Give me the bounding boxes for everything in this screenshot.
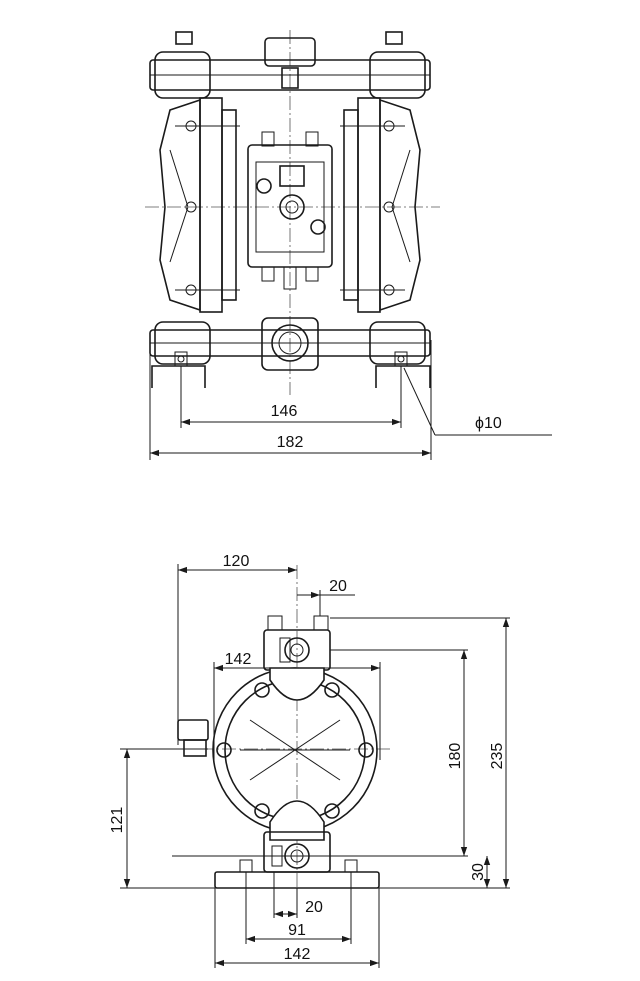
air-valve-center xyxy=(247,131,333,290)
front-view: 120 20 142 180 235 121 30 20 91 142 xyxy=(109,553,510,968)
top-view: 146 182 ϕ10 xyxy=(145,30,552,460)
dim-base-thickness: 30 xyxy=(470,863,487,881)
dim-overall-width: 182 xyxy=(277,434,304,451)
dim-inlet-port-height: 180 xyxy=(447,743,464,770)
top-manifold xyxy=(149,31,431,99)
air-inlet-fitting xyxy=(130,719,209,757)
dim-overall-height: 235 xyxy=(489,743,506,770)
left-chamber xyxy=(159,97,240,313)
dim-top-port-offset: 20 xyxy=(329,578,347,595)
dim-base-bolt-spacing: 91 xyxy=(288,922,306,939)
dim-bolt-spacing: 146 xyxy=(271,403,298,420)
top-dimensions xyxy=(149,340,552,460)
dim-air-inlet-height: 121 xyxy=(109,807,126,834)
right-chamber xyxy=(340,97,421,313)
dim-bottom-port-offset: 20 xyxy=(305,899,323,916)
dim-body-width: 142 xyxy=(225,651,252,668)
dim-hole-diameter: ϕ10 xyxy=(475,415,502,432)
front-dimensions xyxy=(120,564,510,968)
dim-base-width: 142 xyxy=(284,946,311,963)
top-mounting-feet xyxy=(151,351,431,388)
dim-air-inlet-offset: 120 xyxy=(223,553,250,570)
diaphragm-body xyxy=(212,667,378,841)
